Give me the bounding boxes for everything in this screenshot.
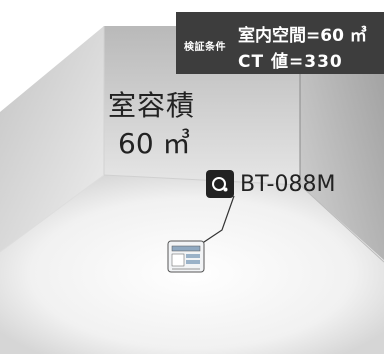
- device-illustration: [167, 240, 205, 273]
- ct-value-condition: CT 値=330: [238, 52, 343, 72]
- device-model-name: BT-088M: [240, 171, 336, 197]
- room-volume-value: 60 ㎥: [118, 127, 191, 160]
- room-edge: [103, 174, 301, 186]
- room-volume-label: 室容積: [108, 89, 196, 122]
- device-leader-line: [197, 195, 235, 247]
- conditions-tag: 検証条件: [184, 42, 226, 53]
- left-wall: [0, 26, 104, 252]
- room-edge: [0, 174, 105, 253]
- device-label: BT-088M: [206, 170, 335, 198]
- verification-conditions-banner: 検証条件 室内空間=60 ㎥ CT 値=330: [176, 12, 384, 74]
- air-purifier-logo-icon: [206, 170, 234, 198]
- room-edge: [299, 184, 384, 263]
- room-space-condition: 室内空間=60 ㎥: [238, 26, 367, 46]
